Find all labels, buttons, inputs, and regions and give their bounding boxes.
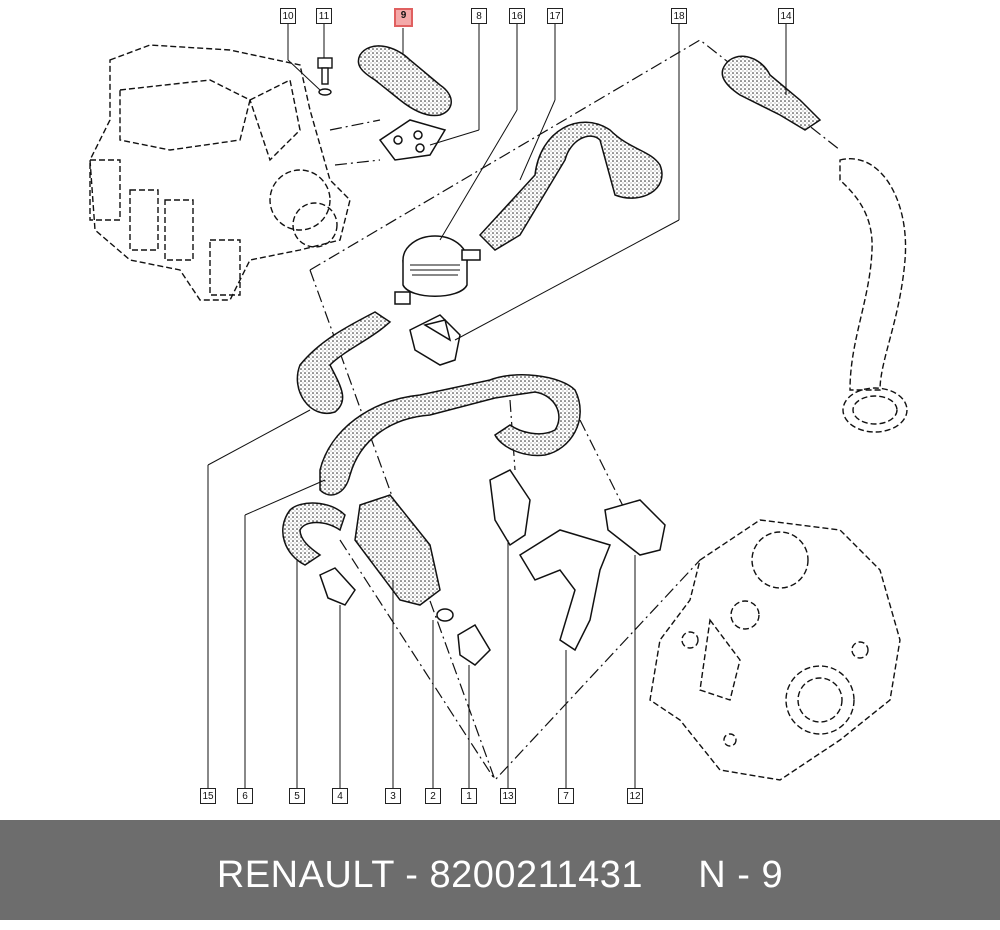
- callout-4: 4: [332, 788, 348, 804]
- callout-15: 15: [200, 788, 216, 804]
- exploded-parts-diagram: [89, 24, 908, 788]
- callout-3: 3: [385, 788, 401, 804]
- part-1-connector: [457, 623, 491, 666]
- callout-8: 8: [471, 8, 487, 24]
- hose-5: [282, 502, 346, 566]
- hose-17: [478, 121, 663, 251]
- callout-14: 14: [778, 8, 794, 24]
- part-13-valve: [489, 469, 531, 547]
- hose-14: [721, 55, 822, 131]
- part-2-o-ring: [436, 608, 454, 622]
- part-18-bracket: [409, 314, 461, 366]
- hose-6: [319, 374, 581, 496]
- callout-17: 17: [547, 8, 563, 24]
- part-8-gasket: [378, 119, 447, 161]
- part-16-oil-separator: [394, 235, 481, 305]
- footer-bar: RENAULT - 8200211431 N - 9: [0, 820, 1000, 920]
- callout-6: 6: [237, 788, 253, 804]
- engine-block-upper: [89, 44, 351, 301]
- callout-13: 13: [500, 788, 516, 804]
- part-11-bolt: [317, 57, 333, 96]
- callout-10: 10: [280, 8, 296, 24]
- engine-block-lower: [649, 519, 901, 781]
- part-12-clip: [604, 499, 666, 556]
- callout-5: 5: [289, 788, 305, 804]
- callout-2: 2: [425, 788, 441, 804]
- part-9-breather-elbow: [357, 45, 452, 117]
- callout-1: 1: [461, 788, 477, 804]
- part-7-bracket: [518, 529, 612, 652]
- callout-18: 18: [671, 8, 687, 24]
- callout-11: 11: [316, 8, 332, 24]
- callout-12: 12: [627, 788, 643, 804]
- callout-7: 7: [558, 788, 574, 804]
- callout-9-highlighted: 9: [394, 8, 413, 27]
- part-3-filter: [354, 494, 441, 606]
- callout-leaders: [207, 24, 787, 788]
- part-number-caption: RENAULT - 8200211431 N - 9: [216, 854, 784, 896]
- hose-15: [296, 311, 392, 415]
- callout-16: 16: [509, 8, 525, 24]
- part-4-connector: [319, 567, 356, 606]
- intake-hose-outline: [839, 158, 908, 433]
